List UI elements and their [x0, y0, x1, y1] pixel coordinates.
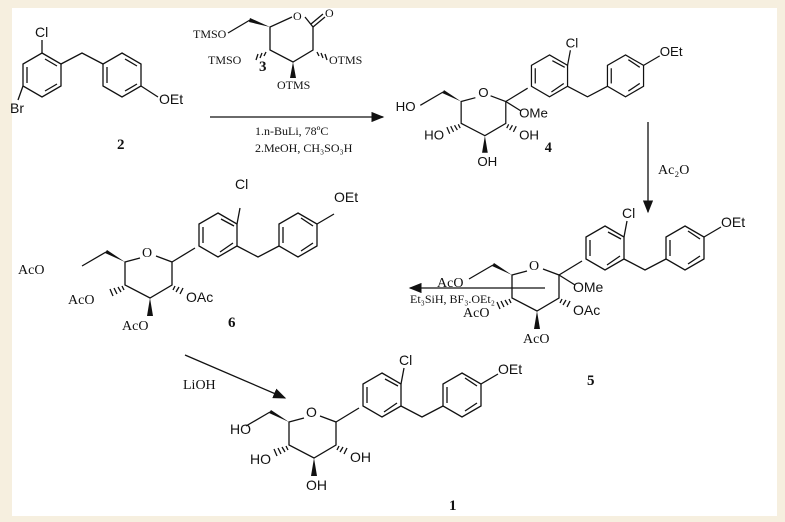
ring-oxygen: O: [306, 404, 317, 420]
chloro-label: Cl: [622, 205, 635, 221]
otms-2: OTMS: [329, 53, 362, 67]
methoxy-label: OMe: [519, 106, 548, 121]
otms-3: OTMS: [277, 78, 310, 92]
diagram-panel: [12, 8, 777, 516]
compound-5: AcO O OMe AcO AcO OAc Cl OEt 5: [437, 205, 745, 389]
aco-4: AcO: [68, 293, 94, 308]
tmso-4: TMSO: [208, 53, 242, 67]
ethoxy-label: OEt: [721, 214, 745, 230]
ring-oxygen: O: [529, 259, 539, 274]
ethoxy-label: OEt: [159, 91, 183, 107]
condition-4: LiOH: [183, 378, 216, 393]
chloro-label: Cl: [566, 35, 579, 50]
compound-2: Cl Br OEt 2: [10, 24, 183, 153]
chloro-label: Cl: [35, 24, 48, 40]
condition-1a: 1.n-BuLi, 78ºC: [255, 124, 328, 138]
compound-4: HO O OMe HO OH OH Cl OEt 4: [396, 35, 683, 169]
ring-oxygen: O: [142, 246, 152, 261]
chloro-label: Cl: [399, 352, 412, 368]
carbonyl-oxygen: O: [325, 6, 334, 20]
tmso-6: TMSO: [193, 27, 227, 41]
condition-1b: 2.MeOH, CH₃SO₃H: [255, 141, 353, 155]
oh-2: OH: [350, 449, 371, 465]
compound-number: 5: [587, 373, 595, 389]
compound-number: 2: [117, 137, 125, 153]
ring-oxygen: O: [293, 9, 302, 23]
bromo-label: Br: [10, 100, 24, 116]
ho-6: HO: [396, 99, 416, 114]
compound-number: 3: [259, 59, 267, 75]
condition-3: Et₃SiH, BF₃.OEt₂: [410, 292, 495, 306]
methoxy-label: OMe: [573, 279, 604, 295]
ho-4: HO: [250, 451, 271, 467]
compound-3: O O TMSO TMSO OTMS OTMS 3: [193, 6, 362, 92]
ho-4: HO: [424, 128, 444, 143]
compound-6: AcO O AcO AcO OAc Cl OEt 6: [18, 176, 358, 334]
aco-6: AcO: [18, 263, 44, 278]
compound-number: 1: [449, 498, 457, 514]
aco-6: AcO: [437, 276, 463, 291]
chloro-label: Cl: [235, 176, 248, 192]
oh-3: OH: [306, 477, 327, 493]
condition-2: Ac₂O: [658, 163, 689, 178]
ethoxy-label: OEt: [660, 44, 683, 59]
oac-2: OAc: [186, 289, 213, 305]
oh-3: OH: [477, 154, 497, 169]
ho-6: HO: [230, 421, 251, 437]
aco-3: AcO: [122, 319, 148, 334]
ethoxy-label: OEt: [334, 189, 358, 205]
oac-2: OAc: [573, 302, 600, 318]
ring-oxygen: O: [478, 85, 488, 100]
compound-number: 4: [545, 140, 552, 156]
compound-number: 6: [228, 315, 236, 331]
compound-1: HO O HO OH OH Cl OEt 1: [230, 352, 522, 514]
aco-4: AcO: [463, 306, 489, 321]
reaction-arrow-4: [184, 354, 287, 399]
aco-3: AcO: [523, 332, 549, 347]
oh-2: OH: [519, 128, 539, 143]
ethoxy-label: OEt: [498, 361, 522, 377]
